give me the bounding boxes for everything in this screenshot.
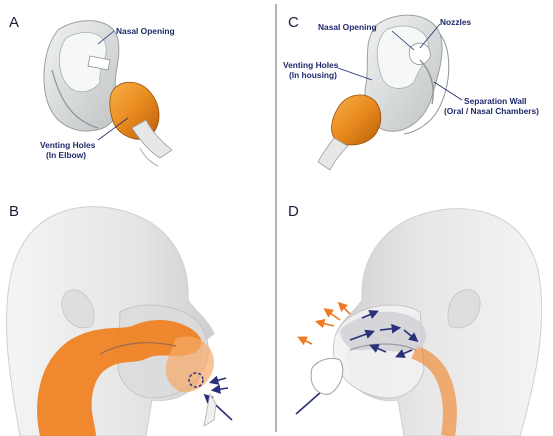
panel-a: A Nasal Opening Venting Holes (In Elbow) bbox=[9, 14, 175, 166]
label-a-venting-line2: (In Elbow) bbox=[46, 150, 86, 160]
leader-c-separation bbox=[434, 82, 462, 100]
mask-c-illustration bbox=[318, 15, 449, 170]
label-c-nozzles: Nozzles bbox=[440, 17, 472, 27]
label-c-separation-line1: Separation Wall bbox=[464, 96, 527, 106]
label-c-separation-line2: (Oral / Nasal Chambers) bbox=[444, 106, 539, 116]
label-a-venting-line1: Venting Holes bbox=[40, 140, 96, 150]
panel-d: D bbox=[288, 203, 542, 436]
panel-letter-c: C bbox=[288, 14, 299, 31]
label-c-nasal-opening: Nasal Opening bbox=[318, 22, 377, 32]
panel-letter-d: D bbox=[288, 203, 299, 220]
panel-letter-b: B bbox=[9, 203, 19, 220]
panel-c: C Nasal Opening Nozzles Venting Holes (I… bbox=[283, 14, 539, 170]
label-c-venting-line1: Venting Holes bbox=[283, 60, 339, 70]
label-a-nasal-opening: Nasal Opening bbox=[116, 26, 175, 36]
panel-letter-a: A bbox=[9, 14, 19, 31]
panel-b: B bbox=[7, 203, 232, 436]
label-c-venting-line2: (In housing) bbox=[289, 70, 337, 80]
